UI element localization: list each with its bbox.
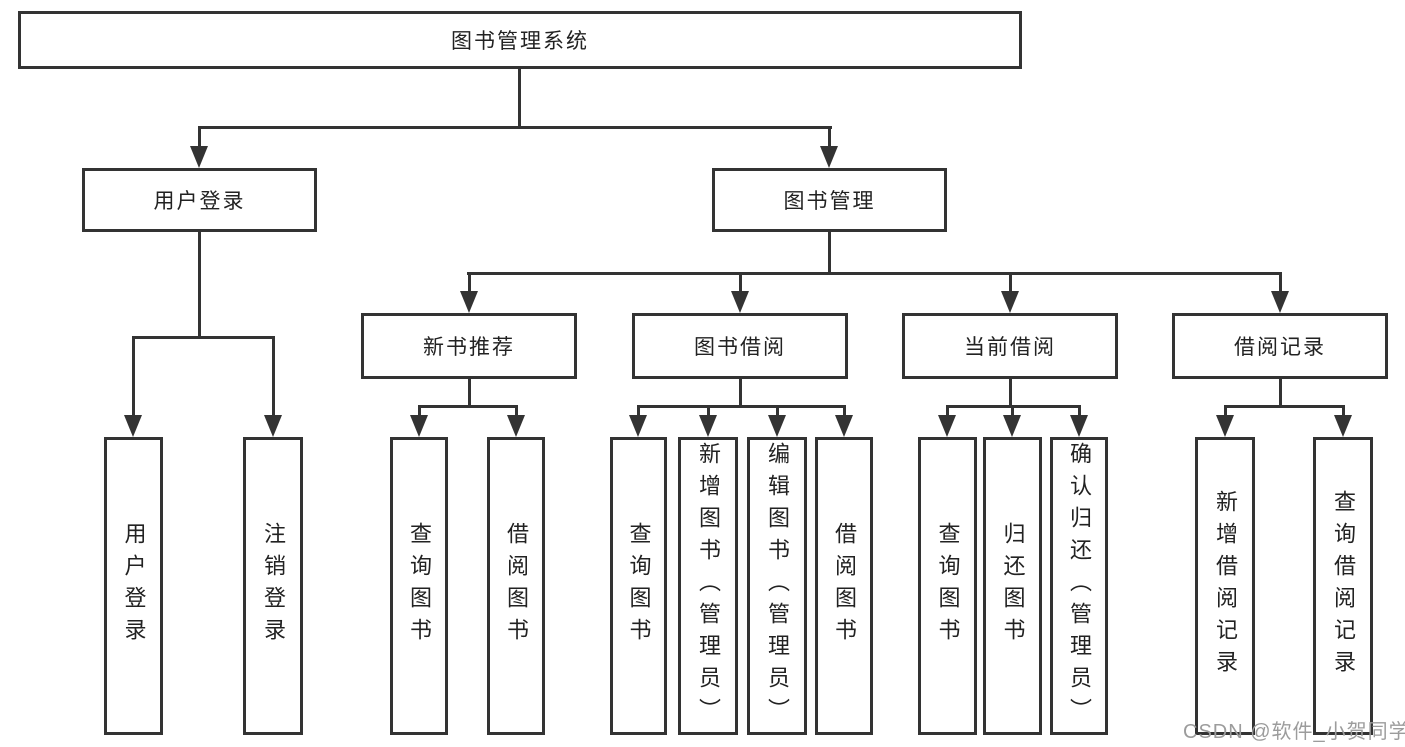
leaf-label: 新增图书（管理员） (696, 442, 721, 730)
node-library-management-system: 图书管理系统 (18, 11, 1022, 69)
connector-line (1279, 272, 1282, 291)
node-current-borrowing: 当前借阅 (902, 313, 1118, 379)
leaf-label: 借阅图书 (832, 522, 857, 650)
connector-line (707, 405, 710, 415)
node-label: 新书推荐 (423, 336, 515, 359)
leaf-label: 归还图书 (1000, 522, 1026, 650)
leaf-query-books-2: 查询图书 (610, 437, 667, 735)
connector-line (637, 405, 640, 415)
arrowhead-down (264, 415, 282, 437)
connector-line (515, 405, 518, 415)
leaf-label: 查询图书 (935, 522, 961, 650)
connector-line (418, 405, 421, 415)
node-book-borrowing: 图书借阅 (632, 313, 848, 379)
leaf-query-books-3: 查询图书 (918, 437, 977, 735)
arrowhead-down (1216, 415, 1234, 437)
connector-line (198, 232, 201, 336)
connector-line (1279, 379, 1282, 405)
arrowhead-down (1271, 291, 1289, 313)
arrowhead-down (124, 415, 142, 437)
arrowhead-down (938, 415, 956, 437)
csdn-watermark: CSDN @软件_小贺同学 (1183, 721, 1405, 743)
arrowhead-down (1070, 415, 1088, 437)
leaf-add-books-admin: 新增图书（管理员） (678, 437, 738, 735)
connector-line (467, 272, 1282, 275)
connector-line (468, 379, 471, 405)
leaf-label: 确认归还（管理员） (1067, 442, 1092, 730)
connector-line (828, 126, 831, 146)
connector-line (828, 232, 831, 272)
node-label: 当前借阅 (964, 336, 1056, 359)
leaf-label: 查询图书 (626, 522, 652, 650)
connector-line (637, 405, 846, 408)
node-label: 图书管理 (783, 190, 876, 213)
node-borrowing-records: 借阅记录 (1172, 313, 1388, 379)
node-label: 图书借阅 (694, 336, 786, 359)
connector-line (198, 126, 201, 146)
leaf-borrow-books-2: 借阅图书 (815, 437, 873, 735)
connector-line (1224, 405, 1227, 415)
leaf-label: 注销登录 (261, 522, 286, 650)
connector-line (1224, 405, 1344, 408)
arrowhead-down (1003, 415, 1021, 437)
connector-line (132, 336, 135, 415)
arrowhead-down (835, 415, 853, 437)
node-book-management: 图书管理 (712, 168, 947, 232)
arrowhead-down (410, 415, 428, 437)
leaf-borrow-books-1: 借阅图书 (487, 437, 545, 735)
connector-line (1009, 379, 1012, 405)
connector-line (1011, 405, 1014, 415)
leaf-return-books: 归还图书 (983, 437, 1042, 735)
node-new-book-recommendation: 新书推荐 (361, 313, 577, 379)
connector-line (468, 272, 471, 291)
leaf-label: 用户登录 (121, 522, 147, 650)
connector-line (518, 68, 521, 126)
arrowhead-down (629, 415, 647, 437)
leaf-label: 查询借阅记录 (1331, 490, 1356, 682)
leaf-logout-login: 注销登录 (243, 437, 303, 735)
leaf-label: 编辑图书（管理员） (765, 442, 790, 730)
node-label: 借阅记录 (1234, 336, 1326, 359)
arrowhead-down (820, 146, 838, 168)
connector-line (946, 405, 949, 415)
node-label: 用户登录 (153, 190, 246, 213)
leaf-query-borrow-record: 查询借阅记录 (1313, 437, 1373, 735)
leaf-label: 新增借阅记录 (1213, 490, 1238, 682)
connector-line (198, 126, 832, 129)
connector-line (1078, 405, 1081, 415)
leaf-query-books-1: 查询图书 (390, 437, 448, 735)
connector-line (418, 405, 518, 408)
arrowhead-down (768, 415, 786, 437)
arrowhead-down (699, 415, 717, 437)
arrowhead-down (190, 146, 208, 168)
node-user-login: 用户登录 (82, 168, 317, 232)
arrowhead-down (460, 291, 478, 313)
connector-line (739, 379, 742, 405)
arrowhead-down (731, 291, 749, 313)
connector-line (843, 405, 846, 415)
connector-line (739, 272, 742, 291)
leaf-label: 查询图书 (407, 522, 432, 650)
connector-line (1009, 272, 1012, 291)
connector-line (1342, 405, 1345, 415)
leaf-edit-books-admin: 编辑图书（管理员） (747, 437, 807, 735)
leaf-add-borrow-record: 新增借阅记录 (1195, 437, 1255, 735)
arrowhead-down (1001, 291, 1019, 313)
leaf-user-login: 用户登录 (104, 437, 163, 735)
node-label: 图书管理系统 (451, 30, 589, 53)
leaf-confirm-return-admin: 确认归还（管理员） (1050, 437, 1108, 735)
connector-line (272, 336, 275, 415)
arrowhead-down (507, 415, 525, 437)
arrowhead-down (1334, 415, 1352, 437)
leaf-label: 借阅图书 (504, 522, 529, 650)
connector-line (132, 336, 274, 339)
connector-line (776, 405, 779, 415)
